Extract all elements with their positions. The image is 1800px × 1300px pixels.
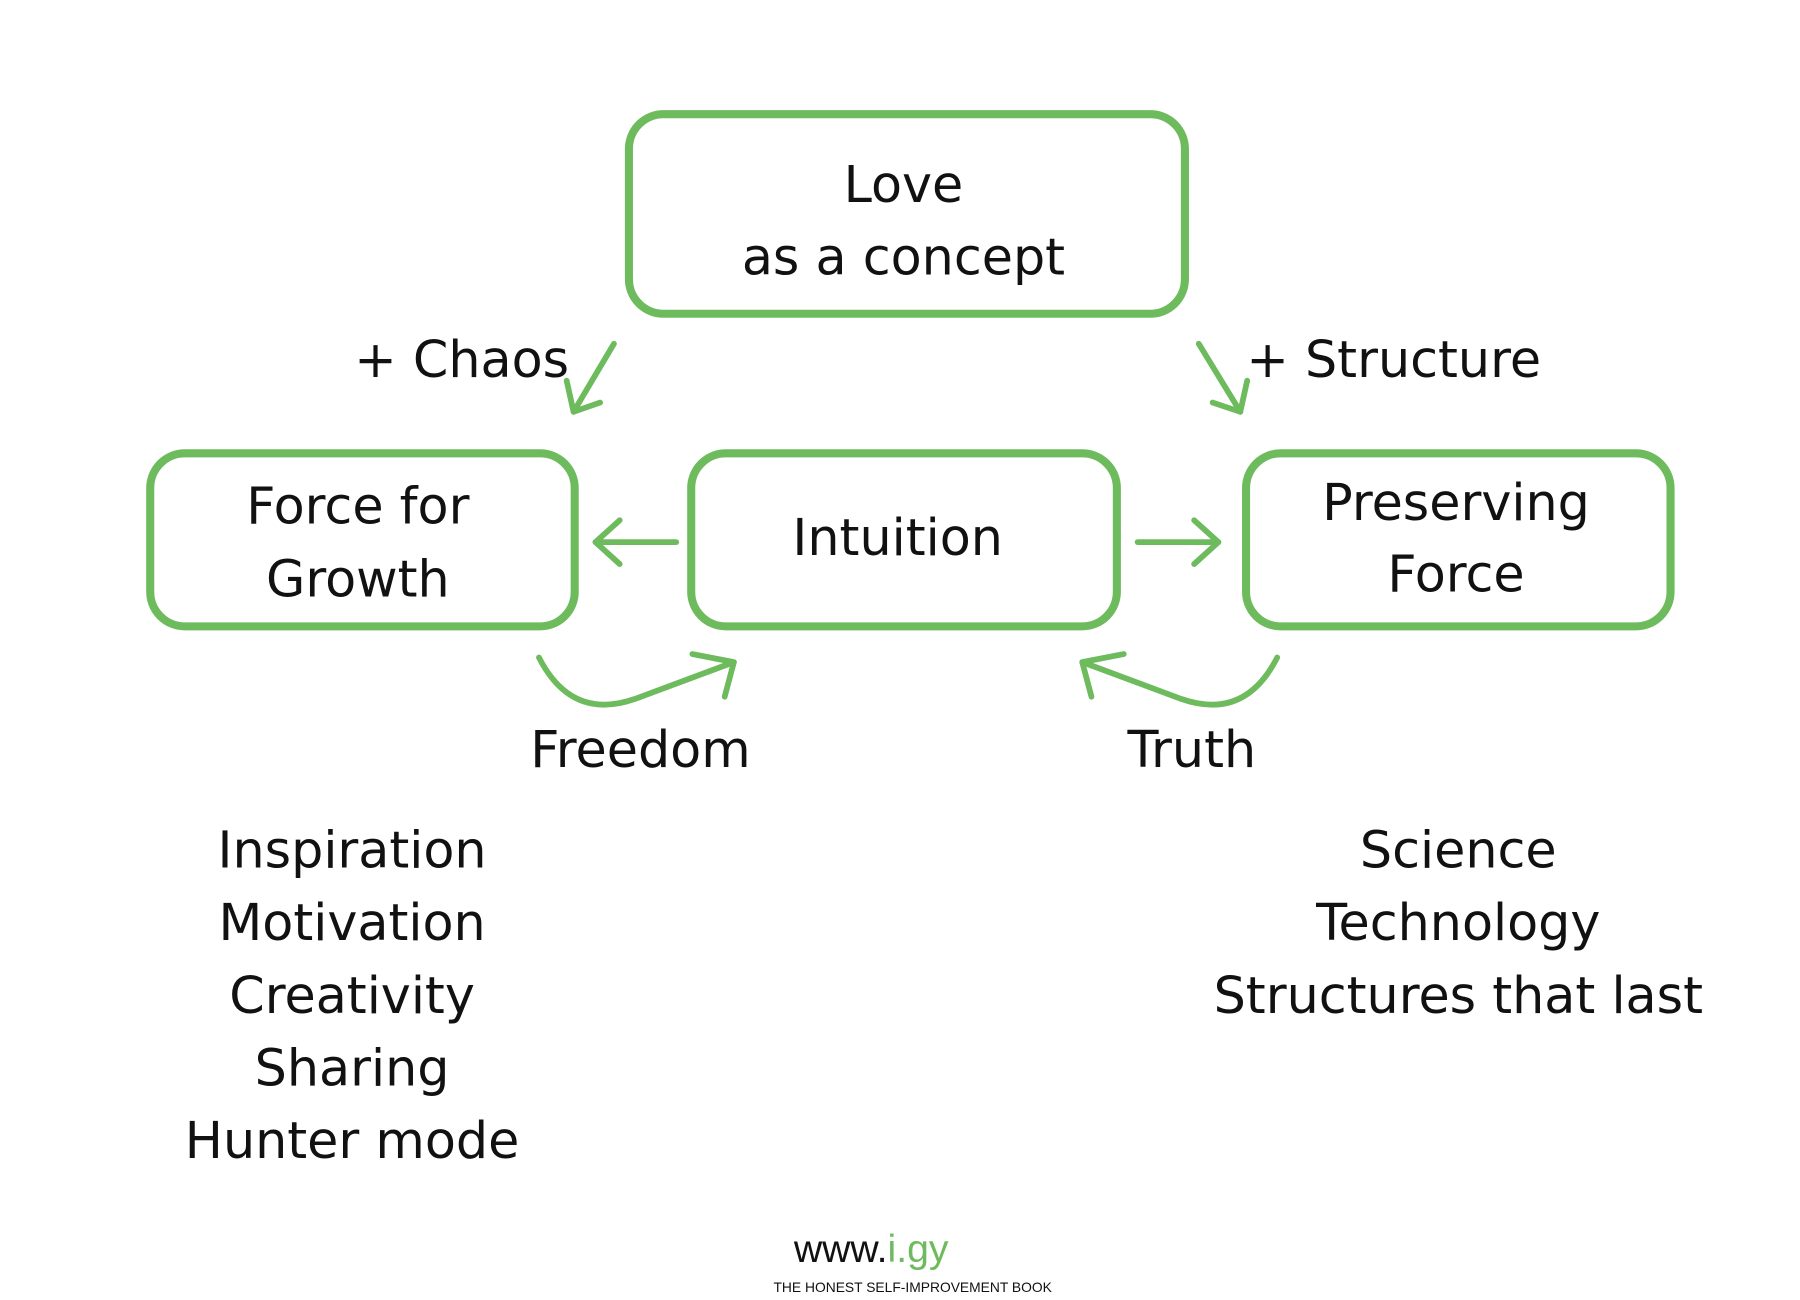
list-item: Structures that last [1214,966,1703,1025]
node-intuition-line1: Intuition [792,508,1003,567]
footer-tagline: THE HONEST SELF-IMPROVEMENT BOOK [773,1279,1052,1295]
url-domain: i.gy [887,1228,948,1271]
edge-label-truth: Truth [1127,720,1257,779]
node-love: Love as a concept [624,110,1189,318]
list-item: Inspiration [218,820,487,879]
list-item: Science [1360,820,1557,879]
list-item: Creativity [229,966,475,1025]
edge-label-chaos: + Chaos [354,330,569,389]
footer-logo: www.i.gy THE HONEST SELF-IMPROVEMENT BOO… [773,1228,1052,1295]
node-preserving-line2: Force [1387,545,1524,604]
node-intuition: Intuition [687,449,1121,631]
preserving-list: Science Technology Structures that last [1214,820,1703,1024]
url-prefix: www. [793,1228,888,1271]
node-growth-line2: Growth [266,549,450,608]
node-growth-line1: Force for [246,477,469,536]
node-growth: Force for Growth [146,449,579,631]
edge-label-structure: + Structure [1246,330,1541,389]
node-love-line1: Love [844,155,964,214]
arrow-chaos [563,340,617,415]
arrow-intuition-to-preserving [1134,517,1222,567]
list-item: Sharing [255,1038,450,1097]
growth-list: Inspiration Motivation Creativity Sharin… [185,820,520,1170]
list-item: Hunter mode [185,1111,520,1170]
node-preserving: Preserving Force [1242,449,1675,631]
arrow-truth [1079,651,1281,708]
svg-text:www.i.gy: www.i.gy [793,1228,949,1271]
list-item: Technology [1315,893,1600,952]
list-item: Motivation [218,893,485,952]
node-preserving-line1: Preserving [1322,473,1590,532]
edge-label-freedom: Freedom [530,720,750,779]
arrow-freedom [536,651,737,708]
arrow-structure [1195,340,1251,415]
node-love-line2: as a concept [742,228,1065,287]
arrow-intuition-to-growth [592,517,680,567]
